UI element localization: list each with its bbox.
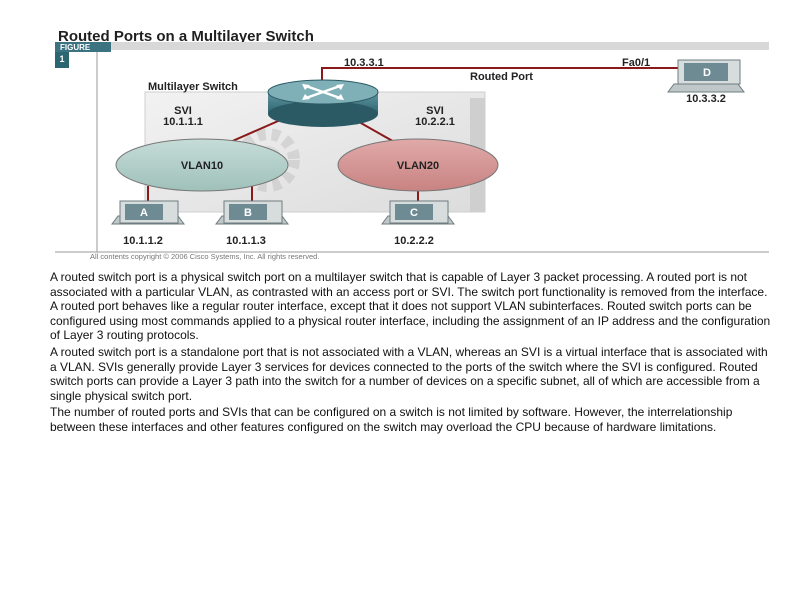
paragraph-routed-port-vs-svi: A routed switch port is a standalone por… bbox=[50, 345, 768, 403]
svi-left-ip: 10.1.1.1 bbox=[163, 116, 203, 128]
vlan20-label: VLAN20 bbox=[397, 160, 439, 172]
multilayer-switch-label: Multilayer Switch bbox=[148, 81, 238, 93]
host-c: C 10.2.2.2 bbox=[381, 200, 455, 247]
figure-tag-label: FIGURE bbox=[60, 43, 91, 52]
header-rule bbox=[55, 42, 769, 50]
paragraph-routed-port-definition: A routed switch port is a physical switc… bbox=[50, 270, 771, 342]
routed-port-ip: 10.3.3.1 bbox=[344, 57, 384, 69]
figure-tag-corner bbox=[55, 52, 69, 68]
figure-title: Routed Ports on a Multilayer Switch bbox=[58, 28, 314, 45]
host-c-ip: 10.2.2.2 bbox=[394, 235, 434, 247]
vlan20-ellipse bbox=[337, 138, 499, 192]
host-d-ip: 10.3.3.2 bbox=[686, 93, 726, 105]
routed-ports-diagram: Routed Ports on a Multilayer Switch FIGU… bbox=[55, 28, 769, 261]
routed-port-label: Routed Port bbox=[470, 71, 533, 83]
svi-right-label: SVI bbox=[426, 105, 444, 117]
svi-right-ip: 10.2.2.1 bbox=[415, 116, 455, 128]
figure-tag-number: 1 bbox=[59, 54, 64, 64]
figure-tag bbox=[55, 42, 111, 52]
host-a-label: A bbox=[140, 207, 148, 219]
host-b-ip: 10.1.1.3 bbox=[226, 235, 266, 247]
vlan10-label: VLAN10 bbox=[181, 160, 223, 172]
host-a-ip: 10.1.1.2 bbox=[123, 235, 163, 247]
interface-label: Fa0/1 bbox=[622, 57, 650, 69]
copyright-notice: All contents copyright © 2006 Cisco Syst… bbox=[90, 252, 319, 261]
host-c-label: C bbox=[410, 207, 418, 219]
router-icon bbox=[267, 79, 379, 127]
vlan10-ellipse bbox=[115, 138, 289, 192]
svi-left-label: SVI bbox=[174, 105, 192, 117]
paragraph-cpu-limitations: The number of routed ports and SVIs that… bbox=[50, 405, 733, 434]
host-b-label: B bbox=[244, 207, 252, 219]
host-d: D 10.3.3.2 bbox=[667, 59, 745, 105]
host-d-label: D bbox=[703, 67, 711, 79]
host-a: A 10.1.1.2 bbox=[111, 200, 185, 247]
host-b: B 10.1.1.3 bbox=[215, 200, 289, 247]
